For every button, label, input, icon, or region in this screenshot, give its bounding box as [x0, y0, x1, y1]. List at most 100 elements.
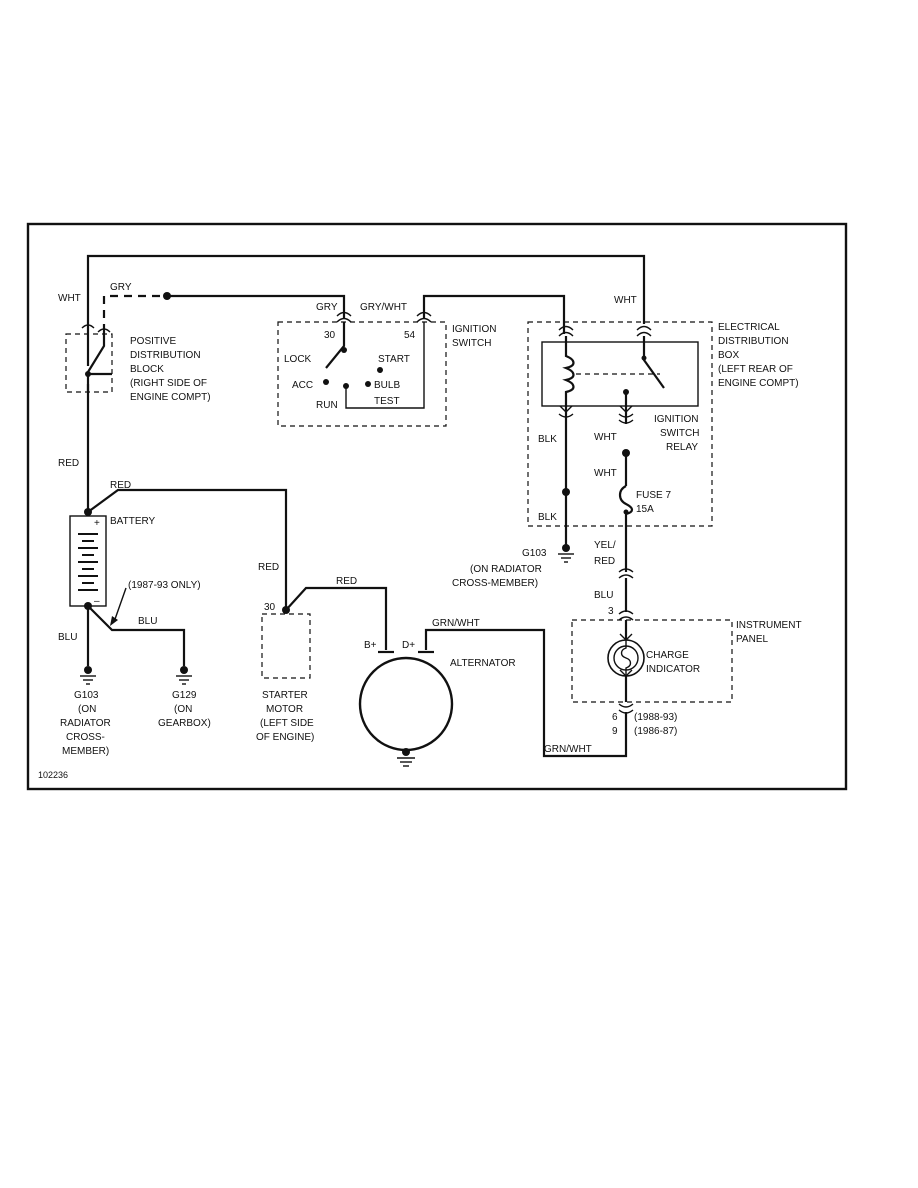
label-relay: IGNITION SWITCH RELAY: [654, 414, 699, 453]
label-fuse: FUSE 7 15A: [636, 490, 671, 515]
wire-red-battery-starter: [87, 488, 288, 610]
label-blu-ip: BLU: [594, 590, 613, 601]
label-grn-wht-bottom: GRN/WHT: [544, 744, 592, 755]
connector-ip-6: [618, 703, 634, 714]
instrument-panel-box: [571, 619, 733, 703]
svg-text:BOX: BOX: [718, 350, 739, 361]
label-edb: ELECTRICAL DISTRIBUTION BOX (LEFT REAR O…: [718, 322, 799, 389]
ign-dot-acc: [323, 379, 329, 385]
edb-conn-blk-out: [558, 413, 574, 418]
label-battery-minus: –: [94, 596, 100, 607]
ign-conn-30: [336, 311, 352, 323]
label-wht-right: WHT: [614, 295, 637, 306]
wire-blu-gearbox: [87, 605, 186, 666]
label-yel-red-1: YEL/: [594, 540, 616, 551]
svg-text:OF ENGINE): OF ENGINE): [256, 732, 314, 743]
diagram-frame: [26, 222, 848, 791]
label-ign-test: TEST: [374, 396, 400, 407]
ignition-switch-box: [277, 321, 447, 427]
label-red-starter: RED: [258, 562, 279, 573]
wire-red-starter-alt: [285, 586, 388, 650]
svg-text:15A: 15A: [636, 504, 654, 515]
label-g103-left: G103 (ON RADIATOR CROSS- MEMBER): [60, 690, 111, 757]
edb-conn-relay-out: [618, 413, 634, 424]
svg-text:CROSS-MEMBER): CROSS-MEMBER): [452, 578, 538, 589]
pdb-switch: [87, 332, 106, 373]
ground-g103-right: [558, 544, 574, 563]
wire-gry-solid: [166, 294, 346, 318]
label-ip-pin-6: 6: [612, 712, 618, 723]
svg-text:INDICATOR: INDICATOR: [646, 664, 700, 675]
label-battery: BATTERY: [110, 516, 156, 527]
label-red-alt: RED: [336, 576, 357, 587]
note-arrowhead: [110, 616, 118, 626]
pdb-top-connector: [81, 324, 111, 333]
svg-text:G103: G103: [74, 690, 99, 701]
label-alt-dplus: D+: [402, 640, 415, 651]
svg-text:IGNITION: IGNITION: [452, 324, 496, 335]
svg-text:INSTRUMENT: INSTRUMENT: [736, 620, 802, 631]
note-arrow: [113, 587, 127, 623]
svg-text:GEARBOX): GEARBOX): [158, 718, 211, 729]
svg-text:(ON: (ON: [174, 704, 192, 715]
label-ip-pin-3: 3: [608, 606, 614, 617]
svg-text:DISTRIBUTION: DISTRIBUTION: [718, 336, 789, 347]
label-ignition-switch: IGNITION SWITCH: [452, 324, 496, 349]
label-blk-upper: BLK: [538, 434, 557, 445]
edb-box: [527, 321, 713, 527]
label-wht-relay: WHT: [594, 432, 617, 443]
label-instrument-panel: INSTRUMENT PANEL: [736, 620, 802, 645]
wire-grn-wht: [424, 628, 628, 758]
svg-text:G103: G103: [522, 548, 547, 559]
svg-text:DISTRIBUTION: DISTRIBUTION: [130, 350, 201, 361]
label-ign-acc: ACC: [292, 380, 313, 391]
label-gry-switch: GRY: [316, 302, 338, 313]
wire-gry-wht: [422, 294, 566, 334]
fuse-dot: [623, 509, 629, 515]
label-pdb: POSITIVE DISTRIBUTION BLOCK (RIGHT SIDE …: [130, 336, 211, 403]
label-alt-bplus: B+: [364, 640, 377, 651]
svg-text:SWITCH: SWITCH: [660, 428, 699, 439]
svg-text:(ON RADIATOR: (ON RADIATOR: [470, 564, 542, 575]
label-starter-30: 30: [264, 602, 276, 613]
battery-cells: [78, 533, 98, 591]
label-wht-fuse: WHT: [594, 468, 617, 479]
splice-wht: [622, 449, 630, 457]
ground-g103-left: [80, 666, 96, 685]
label-charge-indicator: CHARGE INDICATOR: [646, 650, 700, 675]
label-ign-run: RUN: [316, 400, 338, 411]
splice-gry: [163, 292, 171, 300]
ground-g129: [176, 666, 192, 685]
svg-text:PANEL: PANEL: [736, 634, 768, 645]
label-ip-year-2: (1986-87): [634, 726, 677, 737]
ip-arrow-top: [619, 633, 633, 641]
ign-dot-lock: [341, 347, 347, 353]
ign-dot-start: [377, 367, 383, 373]
label-ign-bulb: BULB: [374, 380, 400, 391]
alternator-body: [358, 656, 454, 752]
label-alternator: ALTERNATOR: [450, 658, 516, 669]
svg-text:CHARGE: CHARGE: [646, 650, 689, 661]
label-battery-note: (1987-93 ONLY): [128, 580, 201, 591]
label-starter-motor: STARTER MOTOR (LEFT SIDE OF ENGINE): [256, 690, 314, 743]
ign-conn-54: [416, 311, 432, 323]
svg-text:(LEFT REAR OF: (LEFT REAR OF: [718, 364, 793, 375]
starter-motor-box: [261, 613, 311, 679]
label-ign-54: 54: [404, 330, 416, 341]
svg-text:ENGINE COMPT): ENGINE COMPT): [130, 392, 211, 403]
ign-54-wire: [345, 322, 425, 409]
charge-indicator-filament: [620, 640, 632, 676]
svg-text:ENGINE COMPT): ENGINE COMPT): [718, 378, 799, 389]
relay-contact-arm: [642, 336, 665, 389]
svg-text:(ON: (ON: [78, 704, 96, 715]
label-ign-30: 30: [324, 330, 336, 341]
edb-conn-wht: [636, 325, 652, 337]
label-ip-year-1: (1988-93): [634, 712, 677, 723]
splice-blk: [562, 488, 570, 496]
label-ip-pin-9: 9: [612, 726, 618, 737]
svg-text:SWITCH: SWITCH: [452, 338, 491, 349]
ip-arrow-bottom: [619, 669, 633, 677]
wire-gry-dashed: [102, 294, 166, 332]
label-ign-lock: LOCK: [284, 354, 312, 365]
